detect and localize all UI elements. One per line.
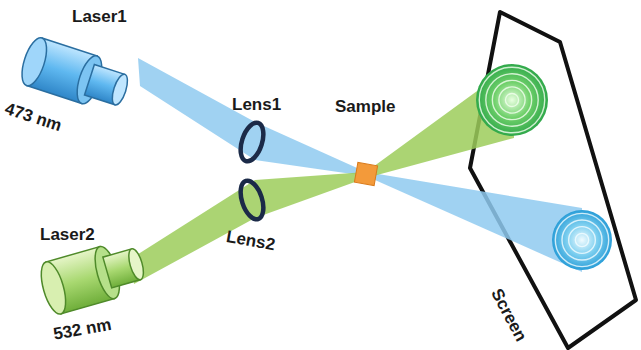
component-label: Screen <box>488 286 530 344</box>
green-ring-pattern <box>476 64 548 136</box>
component-label: Sample <box>335 98 395 115</box>
ring-stroke <box>492 80 531 119</box>
ring-stroke <box>575 233 588 246</box>
screen-frame <box>470 12 636 348</box>
green-beam <box>132 64 514 284</box>
sample-block <box>354 162 377 185</box>
blue-ring-pattern <box>552 210 612 270</box>
component-label: 473 nm <box>3 100 64 134</box>
lens2-ring <box>236 178 267 222</box>
ring-stroke <box>486 74 538 126</box>
ring-stroke <box>569 227 596 254</box>
lens1-ring <box>236 120 267 164</box>
component-label: Laser2 <box>40 226 95 243</box>
ring-stroke <box>555 213 608 266</box>
component-label: Lens2 <box>225 228 276 253</box>
ring-stroke <box>562 220 602 260</box>
component-label: Laser1 <box>72 8 127 25</box>
laser2-body <box>36 237 149 317</box>
ring-stroke <box>499 87 525 113</box>
ring-stroke <box>479 67 544 132</box>
ring-stroke <box>505 93 518 106</box>
laser1-body <box>17 35 133 115</box>
component-label: Lens1 <box>232 96 281 113</box>
component-label: 532 nm <box>52 316 113 343</box>
